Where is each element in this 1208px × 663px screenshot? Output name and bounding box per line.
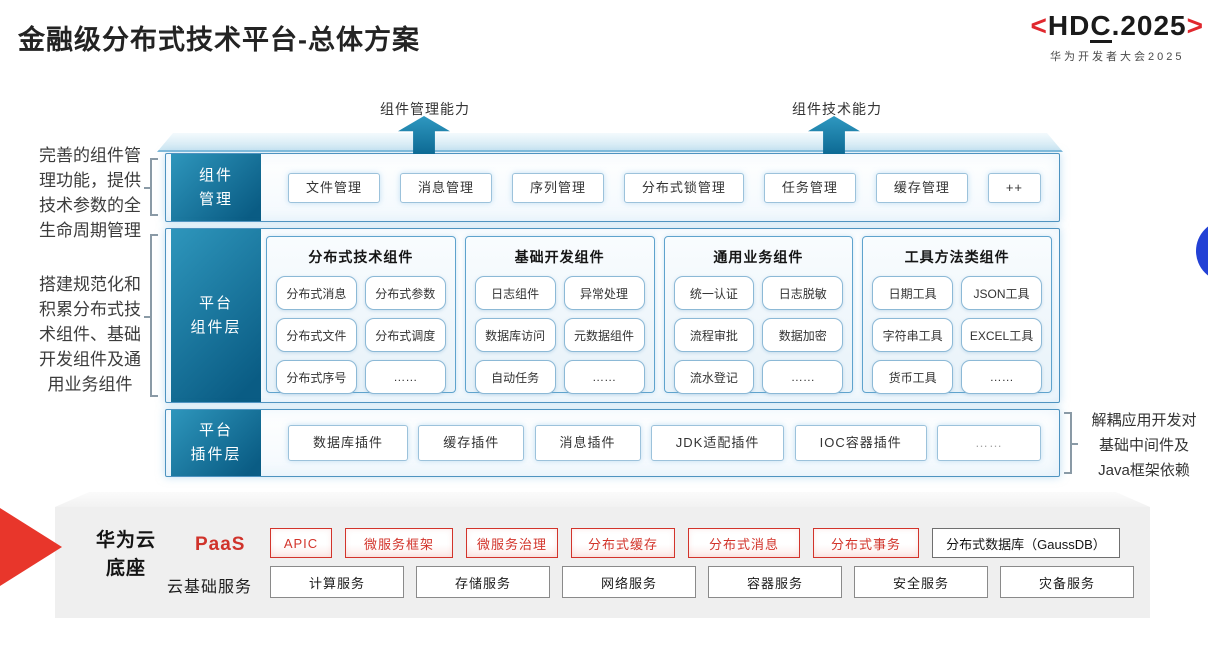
chip-distributed-cache: 分布式缓存	[571, 528, 675, 558]
cell-ellipsis: ……	[961, 360, 1042, 394]
chip-ioc-container-plugin: IOC容器插件	[794, 425, 927, 461]
cell-log-component: 日志组件	[474, 276, 556, 310]
row-label-platform-component-layer: 平台 组件层	[171, 229, 261, 402]
left-bracket-decoration	[144, 158, 158, 216]
group-title: 通用业务组件	[713, 249, 804, 265]
chip-sequence-management: 序列管理	[511, 172, 604, 203]
chip-cache-plugin: 缓存插件	[418, 425, 525, 461]
cell-data-encryption: 数据加密	[762, 318, 844, 352]
capability-label-management: 组件管理能力	[380, 101, 470, 117]
group-grid: 日志组件 异常处理 数据库访问 元数据组件 自动任务 ……	[466, 272, 654, 394]
cell-string-tool: 字符串工具	[872, 318, 954, 352]
logo-name-post: .2025	[1111, 10, 1187, 41]
group-basic-dev: 基础开发组件 日志组件 异常处理 数据库访问 元数据组件 自动任务 ……	[464, 236, 655, 394]
chip-distributed-transaction: 分布式事务	[813, 528, 919, 558]
row-platform-component-layer: 平台 组件层 分布式技术组件 分布式消息 分布式参数 分布式文件 分布式调度 分…	[165, 228, 1060, 403]
huawei-cloud-base: 华为云 底座 PaaS 云基础服务 APIC 微服务框架 微服务治理 分布式缓存…	[55, 507, 1150, 618]
cell-auto-task: 自动任务	[474, 360, 556, 394]
row-component-management: 组件 管理 文件管理 消息管理 序列管理 分布式锁管理 任务管理 缓存管理 ++	[165, 153, 1060, 222]
cell-ellipsis: ……	[364, 360, 446, 394]
plugin-items: 数据库插件 缓存插件 消息插件 JDK适配插件 IOC容器插件 ……	[288, 410, 1041, 476]
logo-name-c: C	[1090, 10, 1112, 43]
cell-metadata-component: 元数据组件	[563, 318, 645, 352]
chip-plus-plus: ++	[987, 172, 1041, 203]
page-title: 金融级分布式技术平台-总体方案	[18, 25, 420, 55]
group-grid: 统一认证 日志脱敏 流程审批 数据加密 流水登记 ……	[665, 272, 853, 394]
platform-3d-lid	[157, 133, 1063, 152]
chip-network-service: 网络服务	[562, 566, 696, 598]
hdc-logo-text: <HDC.2025>	[1031, 12, 1204, 43]
group-grid: 日期工具 JSON工具 字符串工具 EXCEL工具 货币工具 ……	[863, 272, 1051, 394]
cell-journal-register: 流水登记	[673, 360, 755, 394]
cell-distributed-sequence: 分布式序号	[276, 360, 357, 394]
capability-label-technology: 组件技术能力	[792, 101, 882, 117]
note-management-capability: 完善的组件管 理功能，提供 技术参数的全 生命周期管理	[39, 146, 141, 240]
chip-microservice-governance: 微服务治理	[466, 528, 558, 558]
chip-cache-management: 缓存管理	[875, 172, 968, 203]
note-plugin-decoupling: 解耦应用开发对 基础中间件及 Java框架依赖	[1091, 412, 1197, 479]
chip-message-plugin: 消息插件	[534, 425, 641, 461]
chip-message-management: 消息管理	[399, 172, 492, 203]
cell-exception-handling: 异常处理	[563, 276, 645, 310]
cell-unified-auth: 统一认证	[673, 276, 755, 310]
cell-ellipsis: ……	[563, 360, 645, 394]
chip-storage-service: 存储服务	[416, 566, 550, 598]
group-distributed-tech: 分布式技术组件 分布式消息 分布式参数 分布式文件 分布式调度 分布式序号 ……	[266, 236, 456, 394]
cell-distributed-scheduling: 分布式调度	[364, 318, 446, 352]
component-groups: 分布式技术组件 分布式消息 分布式参数 分布式文件 分布式调度 分布式序号 ………	[266, 236, 1052, 394]
chip-distributed-lock-management: 分布式锁管理	[623, 172, 744, 203]
row-platform-plugin-layer: 平台 插件层 数据库插件 缓存插件 消息插件 JDK适配插件 IOC容器插件 ……	[165, 409, 1060, 477]
red-arrow-icon	[0, 508, 62, 586]
chip-container-service: 容器服务	[708, 566, 842, 598]
cell-log-masking: 日志脱敏	[762, 276, 844, 310]
cell-database-access: 数据库访问	[474, 318, 556, 352]
cell-distributed-message: 分布式消息	[276, 276, 357, 310]
group-title: 基础开发组件	[514, 249, 605, 265]
note-component-building: 搭建规范化和 积累分布式技 术组件、基础 开发组件及通 用业务组件	[39, 275, 141, 394]
group-grid: 分布式消息 分布式参数 分布式文件 分布式调度 分布式序号 ……	[267, 272, 455, 394]
right-bracket-decoration	[1064, 412, 1078, 474]
hdc-logo: <HDC.2025> 华为开发者大会2025	[1031, 12, 1204, 64]
cell-distributed-parameter: 分布式参数	[364, 276, 446, 310]
paas-services: APIC 微服务框架 微服务治理 分布式缓存 分布式消息 分布式事务 分布式数据…	[270, 528, 1120, 558]
cell-currency-tool: 货币工具	[872, 360, 954, 394]
chip-gaussdb: 分布式数据库（GaussDB）	[932, 528, 1120, 558]
chip-compute-service: 计算服务	[270, 566, 404, 598]
group-title: 工具方法类组件	[904, 249, 1010, 265]
cloud-base-label: 华为云 底座	[95, 530, 156, 579]
management-items: 文件管理 消息管理 序列管理 分布式锁管理 任务管理 缓存管理 ++	[288, 154, 1041, 221]
chip-distributed-message: 分布式消息	[688, 528, 800, 558]
chip-microservice-framework: 微服务框架	[345, 528, 453, 558]
cell-ellipsis: ……	[762, 360, 844, 394]
chip-security-service: 安全服务	[854, 566, 988, 598]
hdc-logo-subtitle: 华为开发者大会2025	[1050, 50, 1185, 63]
logo-right-angle-icon: >	[1186, 10, 1204, 41]
left-bracket-decoration	[144, 234, 158, 397]
chip-disaster-recovery-service: 灾备服务	[1000, 566, 1134, 598]
cell-distributed-file: 分布式文件	[276, 318, 357, 352]
blue-circle-decoration	[1196, 220, 1208, 282]
chip-database-plugin: 数据库插件	[288, 425, 409, 461]
chip-file-management: 文件管理	[288, 172, 381, 203]
chip-apic: APIC	[270, 528, 332, 558]
iaas-services: 计算服务 存储服务 网络服务 容器服务 安全服务 灾备服务	[270, 566, 1134, 598]
paas-label: PaaS	[195, 534, 246, 555]
cell-process-approval: 流程审批	[673, 318, 755, 352]
cell-excel-tool: EXCEL工具	[961, 318, 1042, 352]
cell-date-tool: 日期工具	[872, 276, 954, 310]
chip-task-management: 任务管理	[763, 172, 856, 203]
row-label-component-management: 组件 管理	[171, 154, 261, 221]
logo-left-angle-icon: <	[1030, 10, 1048, 41]
group-title: 分布式技术组件	[308, 249, 414, 265]
logo-name-pre: HD	[1047, 10, 1091, 41]
group-common-business: 通用业务组件 统一认证 日志脱敏 流程审批 数据加密 流水登记 ……	[663, 236, 854, 394]
cloud-3d-lid	[55, 492, 1150, 507]
chip-ellipsis: ……	[936, 425, 1041, 461]
iaas-label: 云基础服务	[167, 579, 253, 596]
row-label-platform-plugin-layer: 平台 插件层	[171, 410, 261, 476]
group-utility-methods: 工具方法类组件 日期工具 JSON工具 字符串工具 EXCEL工具 货币工具 ……	[862, 236, 1052, 394]
chip-jdk-adapter-plugin: JDK适配插件	[650, 425, 785, 461]
cell-json-tool: JSON工具	[961, 276, 1042, 310]
